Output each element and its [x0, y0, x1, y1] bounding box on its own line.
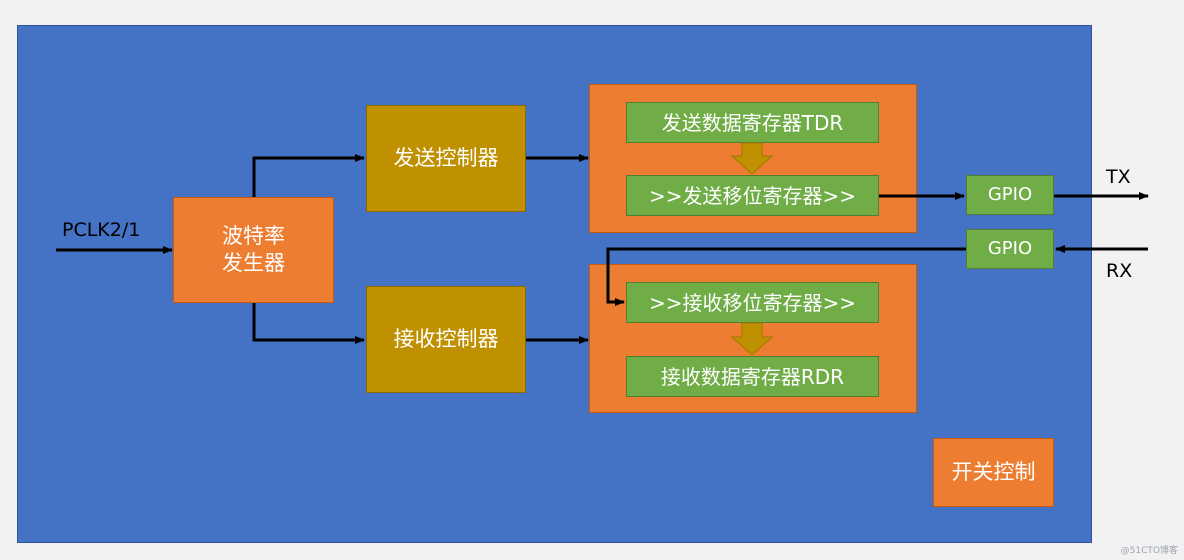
switch-control-label: 开关控制	[951, 459, 1036, 484]
tx-shift-register-block: >>发送移位寄存器>>	[626, 175, 879, 216]
gpio-tx-label: GPIO	[987, 184, 1033, 206]
tx-shift-register-label: >>发送移位寄存器>>	[648, 183, 857, 208]
baud-rate-generator-block: 波特率 发生器	[173, 197, 334, 303]
rx-signal-label: RX	[1106, 260, 1133, 282]
gpio-rx-label: GPIO	[987, 238, 1033, 260]
baud-generator-label-line1: 波特率	[222, 223, 285, 248]
rdr-register-block: 接收数据寄存器RDR	[626, 356, 879, 397]
shift-to-rdr-down-arrow	[730, 322, 774, 356]
baud-to-rx-controller-arrow	[252, 303, 365, 344]
gpio-tx-block: GPIO	[966, 175, 1054, 215]
rx-shift-register-label: >>接收移位寄存器>>	[648, 290, 857, 315]
switch-control-block: 开关控制	[933, 438, 1054, 507]
rx-shift-register-block: >>接收移位寄存器>>	[626, 282, 879, 323]
tdr-to-shift-down-arrow	[730, 142, 774, 175]
tdr-register-block: 发送数据寄存器TDR	[626, 102, 879, 143]
rx-controller-block: 接收控制器	[366, 286, 526, 393]
baud-generator-label-line2: 发生器	[222, 251, 285, 275]
gpio-to-rx-shift-arrow	[606, 247, 966, 306]
tx-controller-block: 发送控制器	[366, 105, 526, 212]
watermark: @51CTO博客	[1120, 546, 1178, 556]
baud-to-tx-controller-arrow	[252, 154, 365, 197]
gpio-rx-block: GPIO	[966, 229, 1054, 269]
clock-signal-label: PCLK2/1	[62, 219, 141, 241]
tx-signal-label: TX	[1106, 166, 1131, 188]
rdr-register-label: 接收数据寄存器RDR	[660, 364, 845, 389]
tdr-register-label: 发送数据寄存器TDR	[661, 110, 844, 135]
rx-controller-label: 接收控制器	[393, 326, 499, 351]
tx-controller-label: 发送控制器	[393, 145, 499, 170]
